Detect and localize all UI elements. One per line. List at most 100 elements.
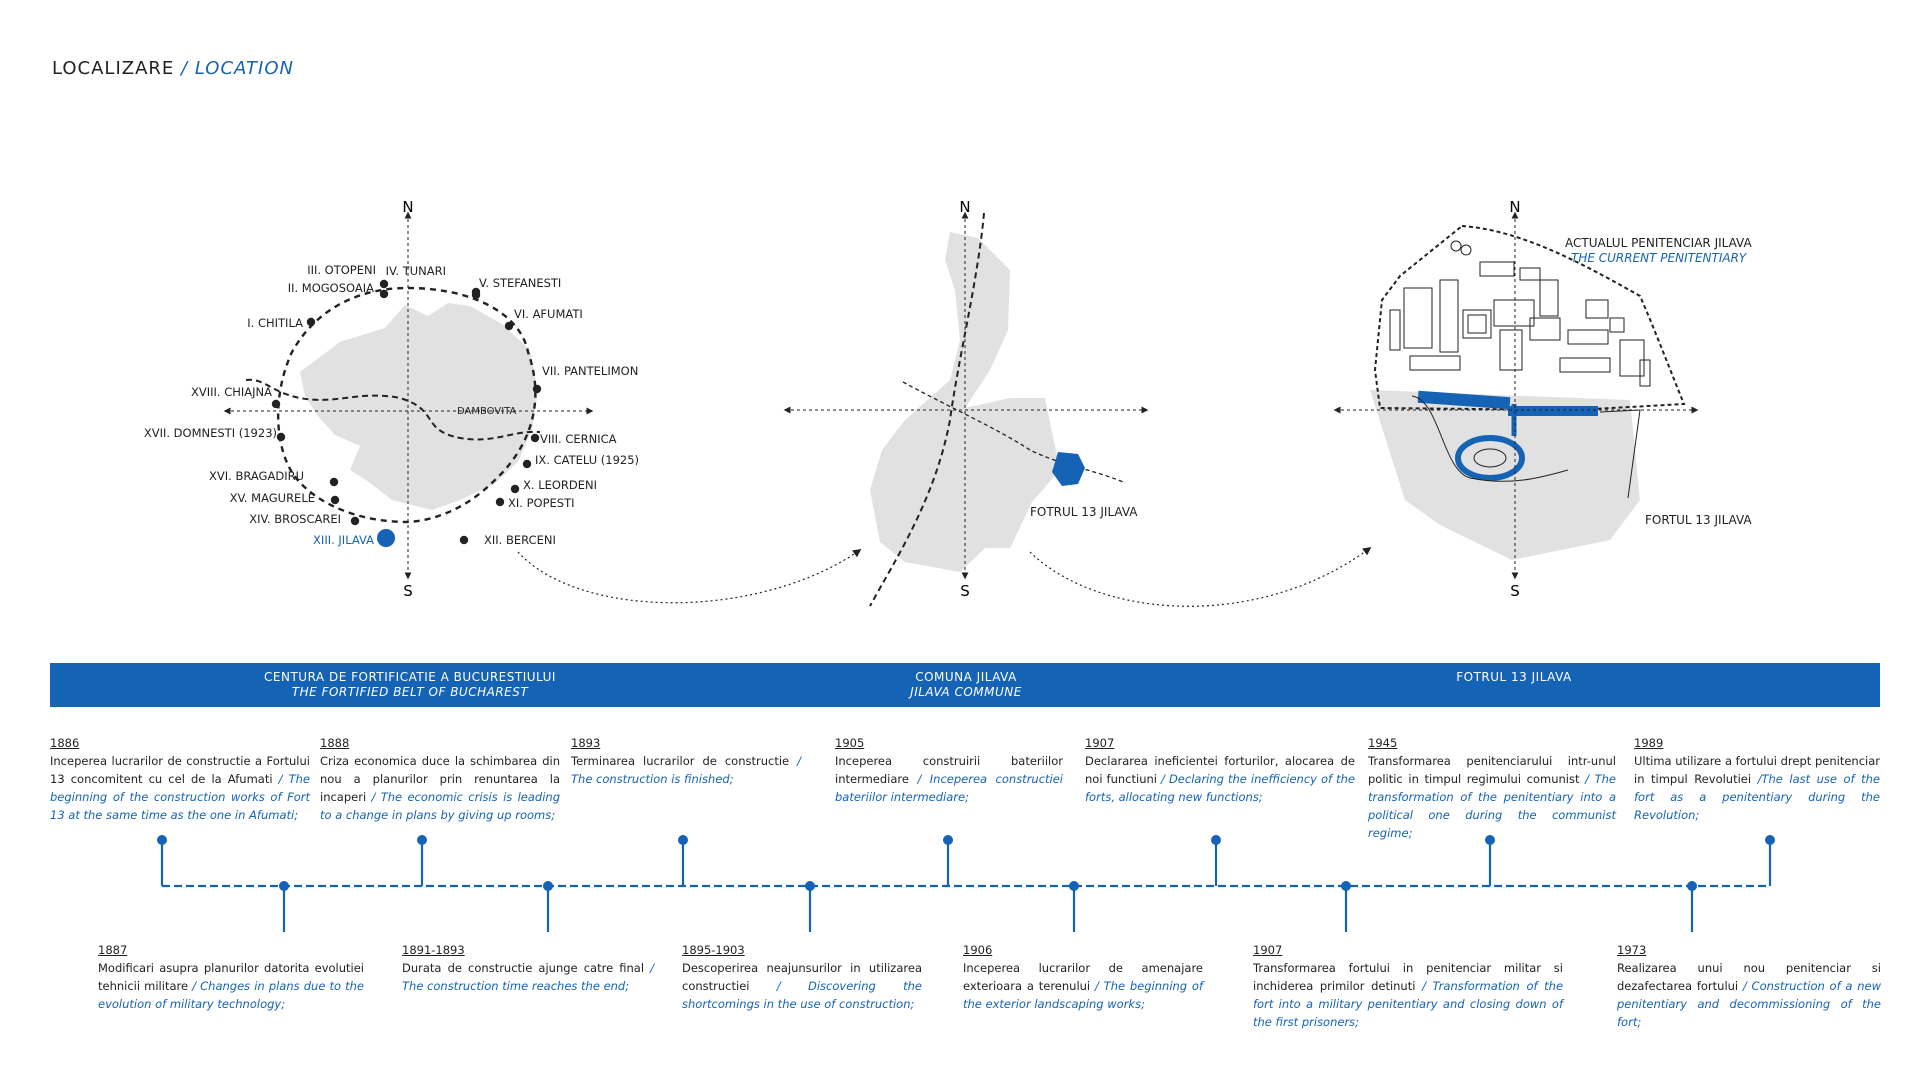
fort-13-label: FOTRUL 13 JILAVA: [1030, 505, 1138, 519]
fort-label: XVII. DOMNESTI (1923): [144, 426, 277, 440]
compass-north: N: [1509, 198, 1520, 216]
event-text-ro: Realizarea unui nou penitenciar si dezaf…: [1617, 961, 1881, 993]
fort-13-site-label: FORTUL 13 JILAVA: [1645, 513, 1752, 527]
event-text-ro: Descoperirea neajunsurilor in utilizarea…: [682, 961, 922, 993]
compass-south: S: [403, 582, 413, 600]
fort-dot: [329, 477, 339, 487]
event-text-ro: Transformarea penitenciarului intr-unul …: [1368, 754, 1616, 786]
fort-label: VIII. CERNICA: [540, 432, 617, 446]
event-text-ro: Modificari asupra planurilor datorita ev…: [98, 961, 364, 993]
event-text-en: / Declaring the inefficiency of the fort…: [1085, 772, 1355, 804]
fort-label: I. CHITILA: [247, 316, 303, 330]
event-year: 1888: [320, 736, 350, 750]
fort-dot: [522, 459, 532, 469]
band-label-fort13: FOTRUL 13 JILAVA: [1414, 670, 1614, 685]
event-text-ro: Declararea ineficientei forturilor, aloc…: [1085, 754, 1355, 786]
band-label-en: JILAVA COMMUNE: [910, 685, 1022, 699]
fort-markers: I. CHITILA II. MOGOSOAIA III. OTOPENI IV. T…: [144, 263, 639, 547]
event-text-en: / The transformation of the penitentiary…: [1368, 772, 1616, 840]
timeline-bottom-dot: [1341, 881, 1351, 891]
fort-dot: [377, 529, 395, 547]
event-text-en: / The beginning of the construction work…: [50, 772, 310, 822]
fort-label: II. MOGOSOAIA: [288, 281, 374, 295]
fort-label: III. OTOPENI: [307, 263, 376, 277]
event-year: 1907: [1085, 736, 1115, 750]
fort-dot: [530, 433, 540, 443]
title-separator: /: [174, 58, 195, 79]
event-text-en: / Discovering the shortcomings in the us…: [682, 979, 922, 1011]
timeline-bottom-dot: [1687, 881, 1697, 891]
compass-south: S: [1510, 582, 1520, 600]
timeline-top-dot: [157, 835, 167, 845]
timeline-bottom-dot: [805, 881, 815, 891]
fort-label: V. STEFANESTI: [479, 276, 561, 290]
event-year: 1887: [98, 943, 128, 957]
timeline-bottom-dot: [543, 881, 553, 891]
penitentiary-label-ro: ACTUALUL PENITENCIAR JILAVA: [1565, 236, 1752, 250]
fort-label: XVIII. CHIAJNA: [191, 385, 272, 399]
event-year: 1886: [50, 736, 80, 750]
band-label-ro: COMUNA JILAVA: [915, 670, 1017, 684]
fort-dot: [379, 289, 389, 299]
fort-dot: [532, 384, 542, 394]
map-penitentiary-site: N S ACTUALUL PENITENCIAR JILAVA THE CURR…: [1333, 198, 1752, 600]
fort-label: IX. CATELU (1925): [535, 453, 639, 467]
fort-dot: [459, 535, 469, 545]
event-year: 1895-1903: [682, 943, 745, 957]
event-text-ro: Inceperea construirii bateriilor interme…: [835, 754, 1063, 786]
fort-dot: [510, 484, 520, 494]
fort-label: XI. POPESTI: [508, 496, 574, 510]
period-band: [50, 663, 1880, 707]
fort-dot: [471, 290, 481, 300]
band-label-ro: FOTRUL 13 JILAVA: [1456, 670, 1572, 684]
timeline-top-dot: [1211, 835, 1221, 845]
fort-dot: [495, 497, 505, 507]
event-year: 1989: [1634, 736, 1664, 750]
event-text-ro: Transformarea fortului in penitenciar mi…: [1253, 961, 1563, 993]
event-text-en: /The last use of the fort as a penitenti…: [1634, 772, 1880, 822]
timeline-bottom-dot: [1069, 881, 1079, 891]
fort-label: XIII. JILAVA: [313, 533, 374, 547]
fort-label: IV. TUNARI: [386, 264, 446, 278]
timeline-top-dot: [1765, 835, 1775, 845]
event-text-en: / Inceperea constructiei bateriilor inte…: [835, 772, 1064, 804]
fort-dot: [276, 432, 286, 442]
fort-dot: [306, 317, 316, 327]
event-year: 1891-1893: [402, 943, 465, 957]
band-label-commune: COMUNA JILAVA JILAVA COMMUNE: [866, 670, 1066, 700]
timeline-top-dot: [1485, 835, 1495, 845]
timeline-top-dot: [417, 835, 427, 845]
event-text-en: / The beginning of the exterior landscap…: [963, 979, 1204, 1011]
timeline-bottom-dot: [279, 881, 289, 891]
penitentiary-boundary: [1373, 224, 1686, 412]
connector-arrow-1: [517, 549, 862, 604]
fort-label: XV. MAGURELE: [230, 491, 315, 505]
event-year: 1945: [1368, 736, 1398, 750]
fort-13-marker: [1052, 452, 1085, 486]
fort-label: X. LEORDENI: [523, 478, 597, 492]
fort-13-outline: [1455, 435, 1525, 481]
event-text-ro: Criza economica duce la schimbarea din n…: [320, 754, 560, 804]
bucharest-city-shape: [300, 303, 538, 510]
band-label-fortified-belt: CENTURA DE FORTIFICATIE A BUCURESTIULUI …: [250, 670, 570, 700]
dambovita-river: [245, 378, 541, 441]
event-year: 1973: [1617, 943, 1647, 957]
event-text-en: / The construction is finished;: [571, 754, 802, 786]
band-label-en: THE FORTIFIED BELT OF BUCHAREST: [291, 685, 529, 699]
title-en: LOCATION: [194, 58, 294, 79]
fort-label: VII. PANTELIMON: [542, 364, 638, 378]
fort-label: XIV. BROSCAREI: [249, 512, 341, 526]
event-year: 1893: [571, 736, 601, 750]
fort-dot: [379, 279, 389, 289]
penitentiary-wall-west: [1417, 390, 1511, 410]
